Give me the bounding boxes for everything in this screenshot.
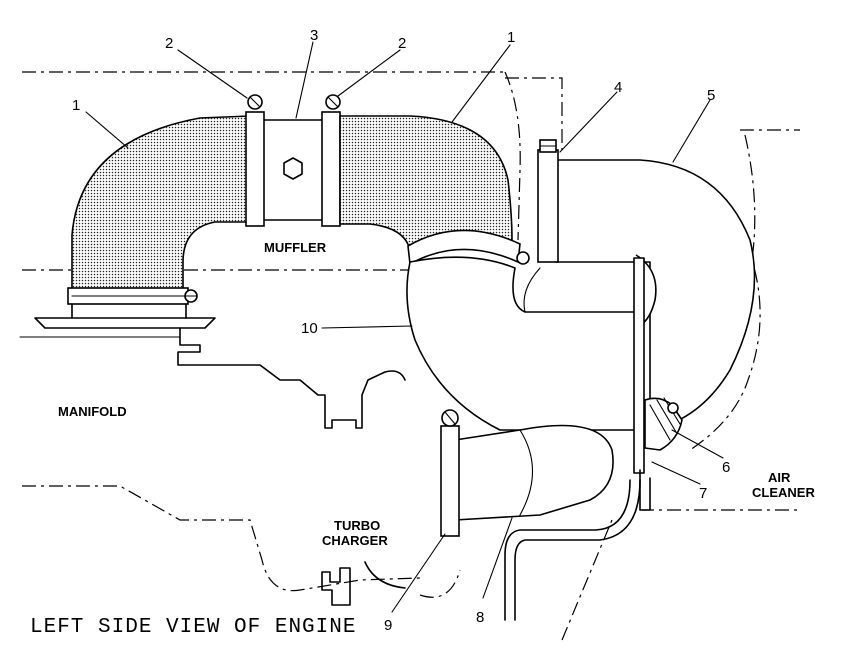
- muffler-coupling: [245, 94, 341, 227]
- callout-9: 9: [384, 617, 392, 634]
- callout-8: 8: [476, 609, 484, 626]
- callout-1b: 1: [507, 29, 515, 46]
- part-labels: MUFFLER MANIFOLD TURBO CHARGER AIR CLEAN…: [58, 240, 815, 548]
- callout-7: 7: [699, 485, 707, 502]
- callout-2b: 2: [398, 35, 406, 52]
- label-manifold: MANIFOLD: [58, 404, 127, 419]
- leader-lines: [85, 41, 724, 613]
- label-air: AIR: [768, 470, 791, 485]
- callout-10: 10: [301, 320, 318, 337]
- elbow-clamp-screw: [516, 251, 530, 265]
- label-charger: CHARGER: [322, 533, 388, 548]
- clamp-band-right: [321, 111, 341, 227]
- callout-5: 5: [707, 87, 715, 104]
- fitting-6: [644, 397, 683, 451]
- label-cleaner: CLEANER: [752, 485, 815, 500]
- clamp-band-4: [537, 149, 559, 263]
- callout-4: 4: [614, 79, 622, 96]
- clamp-band-left: [245, 111, 265, 227]
- callout-3: 3: [310, 27, 318, 44]
- hex-nut: [283, 157, 303, 180]
- callout-1a: 1: [72, 97, 80, 114]
- hose-elbow-left: [67, 115, 251, 319]
- callout-2a: 2: [165, 35, 173, 52]
- label-turbo: TURBO: [334, 518, 380, 533]
- manifold-outline: [19, 317, 406, 606]
- hose-elbow-right: [339, 115, 530, 266]
- label-muffler: MUFFLER: [264, 240, 327, 255]
- diagram-title: LEFT SIDE VIEW OF ENGINE: [30, 616, 356, 639]
- elbow-pipe-10: [406, 256, 641, 431]
- callout-6: 6: [722, 459, 730, 476]
- lower-pipe-8: [440, 409, 614, 537]
- callouts: 1 2 3 2 1 4 5 10 6 7 9 8: [72, 27, 730, 634]
- clamp-band-9: [440, 425, 460, 537]
- drain-tube: [504, 479, 641, 621]
